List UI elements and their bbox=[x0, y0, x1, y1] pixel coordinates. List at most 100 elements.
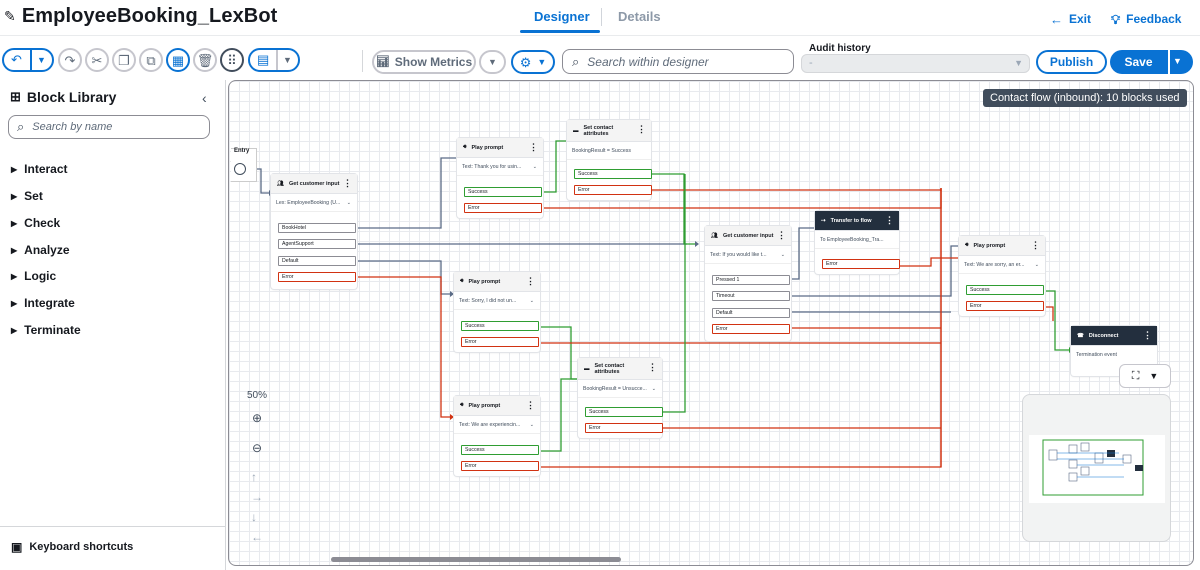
branch-success[interactable]: Success bbox=[461, 445, 539, 455]
publish-button[interactable]: Publish bbox=[1036, 50, 1107, 74]
fit-view-dropdown[interactable]: ⛶ ▼ bbox=[1119, 364, 1171, 388]
block-transfer-to-flow[interactable]: ⇢Transfer to flow ⋮ To EmployeeBooking_T… bbox=[815, 211, 900, 274]
audit-history-select[interactable]: - ▼ bbox=[801, 54, 1030, 73]
tab-details[interactable]: Details bbox=[618, 9, 661, 24]
chevron-down-icon[interactable]: ⌄ bbox=[346, 199, 351, 206]
branch-success[interactable]: Success bbox=[574, 169, 652, 179]
block-play-prompt-experiencing[interactable]: 🔊︎Play prompt ⋮ Text: We are experiencin… bbox=[454, 396, 540, 476]
block-menu-icon[interactable]: ⋮ bbox=[637, 124, 646, 134]
block-play-prompt-sorry[interactable]: 🔊︎Play prompt ⋮ Text: Sorry, I did not u… bbox=[454, 272, 540, 352]
branch-success[interactable]: Success bbox=[464, 187, 542, 197]
branch-bookhotel[interactable]: BookHotel bbox=[278, 223, 356, 233]
category-check[interactable]: ▶Check bbox=[11, 216, 60, 230]
zoom-out-icon[interactable]: ⊖ bbox=[251, 441, 263, 455]
pan-up-icon[interactable]: ↑ bbox=[251, 470, 257, 484]
horizontal-scrollbar[interactable] bbox=[331, 557, 621, 562]
block-menu-icon[interactable]: ⋮ bbox=[1143, 330, 1152, 340]
tab-designer[interactable]: Designer bbox=[534, 9, 590, 24]
minimap-viewport[interactable] bbox=[1029, 435, 1165, 503]
pan-left-icon[interactable]: ← bbox=[251, 530, 263, 544]
pencil-icon[interactable]: ✎ bbox=[4, 8, 16, 24]
block-menu-icon[interactable]: ⋮ bbox=[885, 215, 894, 225]
caret-down-icon[interactable]: ▼ bbox=[1173, 56, 1182, 66]
branch-success[interactable]: Success bbox=[461, 321, 539, 331]
flow-canvas[interactable]: Contact flow (inbound): 10 blocks used E… bbox=[228, 80, 1194, 566]
chevron-down-icon[interactable]: ⌄ bbox=[651, 385, 656, 392]
branch-error[interactable]: Error bbox=[585, 423, 663, 433]
metrics-dropdown[interactable]: ▼ bbox=[479, 50, 506, 74]
feedback-link[interactable]: 💡︎ Feedback bbox=[1111, 12, 1181, 26]
caret-down-icon[interactable]: ▼ bbox=[283, 55, 292, 65]
category-logic[interactable]: ▶Logic bbox=[11, 269, 56, 283]
cut-button[interactable]: ✂ bbox=[85, 48, 109, 72]
branch-error[interactable]: Error bbox=[461, 461, 539, 471]
collapse-chevron-icon[interactable]: ‹ bbox=[202, 90, 207, 106]
branch-error[interactable]: Error bbox=[966, 301, 1044, 311]
block-get-customer-input-1[interactable]: 👥︎Get customer input ⋮ Lex: EmployeeBook… bbox=[271, 174, 357, 289]
block-menu-icon[interactable]: ⋮ bbox=[343, 178, 352, 188]
paste-button[interactable]: ⧉ bbox=[139, 48, 163, 72]
branch-error[interactable]: Error bbox=[822, 259, 900, 269]
branch-success[interactable]: Success bbox=[585, 407, 663, 417]
settings-dropdown[interactable]: ⚙ ▼ bbox=[511, 50, 555, 74]
block-play-prompt-thank-you[interactable]: 🔊︎Play prompt ⋮ Text: Thank you for usin… bbox=[457, 138, 543, 218]
block-menu-icon[interactable]: ⋮ bbox=[1031, 240, 1040, 250]
undo-icon[interactable]: ↶ bbox=[11, 52, 22, 67]
show-metrics-button[interactable]: 📊︎ Show Metrics bbox=[372, 50, 476, 74]
block-menu-icon[interactable]: ⋮ bbox=[529, 142, 538, 152]
block-set-contact-attributes-unsuccess[interactable]: ▬Set contact attributes ⋮ BookingResult … bbox=[578, 358, 663, 438]
chevron-down-icon[interactable]: ⌄ bbox=[529, 297, 534, 304]
category-interact[interactable]: ▶Interact bbox=[11, 162, 68, 176]
branch-timeout[interactable]: Timeout bbox=[712, 291, 790, 301]
chevron-down-icon[interactable]: ⌄ bbox=[529, 421, 534, 428]
undo-split-button[interactable]: ↶ ▼ bbox=[2, 48, 54, 72]
exit-link[interactable]: ← Exit bbox=[1050, 12, 1091, 26]
save-button[interactable]: Save bbox=[1124, 55, 1153, 69]
minimap[interactable] bbox=[1022, 394, 1171, 542]
category-integrate[interactable]: ▶Integrate bbox=[11, 296, 75, 310]
caret-down-icon[interactable]: ▼ bbox=[37, 55, 46, 65]
branch-default[interactable]: Default bbox=[712, 308, 790, 318]
branch-error[interactable]: Error bbox=[574, 185, 652, 195]
keyboard-shortcuts-link[interactable]: ▣ Keyboard shortcuts bbox=[11, 540, 133, 554]
branch-error[interactable]: Error bbox=[464, 203, 542, 213]
block-type: Get customer input bbox=[722, 232, 774, 239]
branch-success[interactable]: Success bbox=[966, 285, 1044, 295]
block-type: Transfer to flow bbox=[830, 217, 872, 224]
arrange-button[interactable]: ⠿ bbox=[220, 48, 244, 72]
zoom-in-icon[interactable]: ⊕ bbox=[251, 411, 263, 425]
branch-pressed-1[interactable]: Pressed 1 bbox=[712, 275, 790, 285]
pan-right-icon[interactable]: → bbox=[251, 490, 263, 504]
category-terminate[interactable]: ▶Terminate bbox=[11, 323, 81, 337]
category-analyze[interactable]: ▶Analyze bbox=[11, 243, 70, 257]
entry-port-icon[interactable] bbox=[234, 163, 246, 175]
minimap-block bbox=[1068, 444, 1078, 454]
pan-down-icon[interactable]: ↓ bbox=[251, 510, 257, 524]
save-split-button[interactable]: Save ▼ bbox=[1110, 50, 1193, 74]
block-play-prompt-we-are-sorry[interactable]: 🔊︎Play prompt ⋮ Text: We are sorry, an e… bbox=[959, 236, 1045, 316]
block-menu-icon[interactable]: ⋮ bbox=[648, 362, 657, 372]
chevron-down-icon[interactable]: ⌄ bbox=[1034, 261, 1039, 268]
note-icon[interactable]: ▤ bbox=[257, 52, 270, 67]
notes-split-button[interactable]: ▤ ▼ bbox=[248, 48, 300, 72]
block-menu-icon[interactable]: ⋮ bbox=[526, 276, 535, 286]
search-within-designer-input[interactable]: ⌕ Search within designer bbox=[562, 49, 794, 74]
block-menu-icon[interactable]: ⋮ bbox=[777, 230, 786, 240]
branch-error[interactable]: Error bbox=[278, 272, 356, 282]
select-all-button[interactable]: ▦ bbox=[166, 48, 190, 72]
branch-default[interactable]: Default bbox=[278, 256, 356, 266]
block-get-customer-input-2[interactable]: 👥︎Get customer input ⋮ Text: If you woul… bbox=[705, 226, 791, 341]
entry-node[interactable]: Entry bbox=[231, 148, 257, 182]
category-set[interactable]: ▶Set bbox=[11, 189, 43, 203]
copy-button[interactable]: ❐ bbox=[112, 48, 136, 72]
chevron-down-icon[interactable]: ⌄ bbox=[532, 163, 537, 170]
chevron-down-icon[interactable]: ⌄ bbox=[780, 251, 785, 258]
block-set-contact-attributes-success[interactable]: ▬Set contact attributes ⋮ BookingResult … bbox=[567, 120, 652, 200]
delete-button[interactable]: 🗑︎ bbox=[193, 48, 217, 72]
block-menu-icon[interactable]: ⋮ bbox=[526, 400, 535, 410]
branch-error[interactable]: Error bbox=[712, 324, 790, 334]
redo-button[interactable]: ↷ bbox=[58, 48, 82, 72]
block-search-input[interactable]: ⌕ Search by name bbox=[8, 115, 210, 139]
branch-agentsupport[interactable]: AgentSupport bbox=[278, 239, 356, 249]
branch-error[interactable]: Error bbox=[461, 337, 539, 347]
